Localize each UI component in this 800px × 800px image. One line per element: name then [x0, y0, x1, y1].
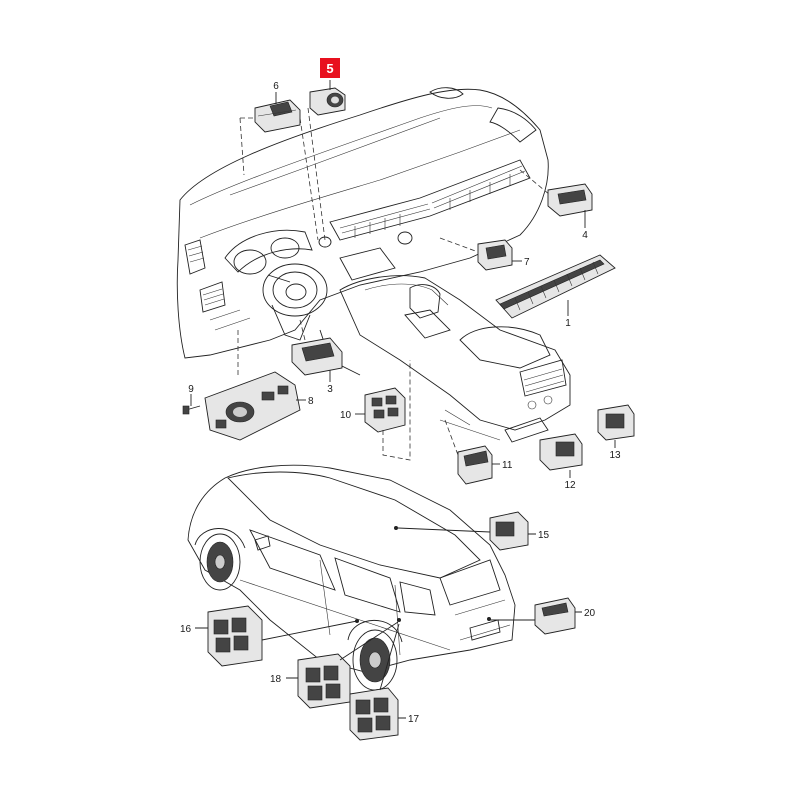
- switch-part-13: [597, 404, 635, 441]
- callout-18: 18: [270, 674, 282, 685]
- screw-part-9: [182, 405, 201, 415]
- callout-5: 5: [326, 61, 333, 76]
- callout-9: 9: [188, 384, 194, 395]
- callout-6: 6: [273, 81, 279, 92]
- switch-part-4: [547, 183, 593, 217]
- callout-12: 12: [564, 480, 576, 491]
- light-switch-part-8: [204, 371, 301, 441]
- dashboard-drawing: [176, 87, 571, 443]
- callout-4: 4: [582, 230, 588, 241]
- switch-part-20: [534, 597, 576, 635]
- callout-15: 15: [538, 530, 550, 541]
- vehicle-drawing: [187, 464, 516, 691]
- callout-labels: 5 6 4 7 1 3 9 8 10 11 12 13 15 16 18 17 …: [180, 58, 621, 725]
- switch-part-12: [539, 433, 583, 471]
- callout-20: 20: [584, 608, 596, 619]
- window-switch-part-17: [349, 687, 399, 741]
- highlight-box: [320, 58, 340, 78]
- callout-3: 3: [327, 384, 333, 395]
- start-button-part: [309, 87, 346, 116]
- switch-part-3: [291, 337, 343, 376]
- callout-8: 8: [308, 396, 314, 407]
- callout-7: 7: [524, 257, 530, 268]
- callout-16: 16: [180, 624, 192, 635]
- switch-part-6: [254, 99, 301, 133]
- callout-17: 17: [408, 714, 420, 725]
- leader-lines: [190, 80, 616, 719]
- callout-10: 10: [340, 410, 352, 421]
- switch-part-15: [489, 511, 529, 551]
- window-switch-part-16: [207, 605, 263, 667]
- switch-part-11: [457, 445, 493, 485]
- callout-13: 13: [609, 450, 621, 461]
- callout-11: 11: [502, 460, 513, 471]
- switch-strip-part: [495, 254, 616, 319]
- callout-1: 1: [565, 318, 571, 329]
- switch-part-7: [477, 239, 513, 271]
- window-switch-part-18: [297, 653, 351, 709]
- switch-part-10: [364, 387, 406, 433]
